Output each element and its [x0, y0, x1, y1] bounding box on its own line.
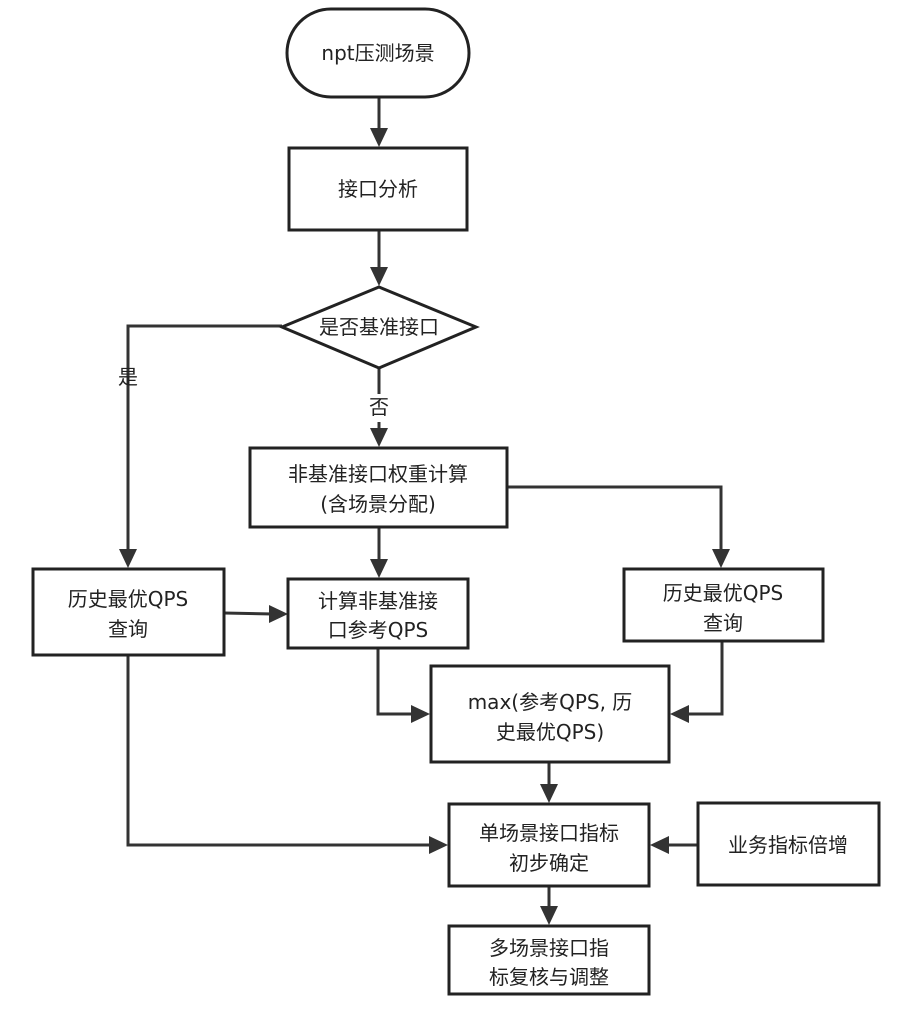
node-biz-multiply: 业务指标倍增: [696, 801, 881, 887]
node-calc-ref-qps: 计算非基准接 口参考QPS: [286, 577, 470, 650]
node-start-text: npt压测场景: [321, 41, 434, 65]
arrowhead: [540, 906, 558, 925]
arrowhead: [119, 549, 137, 568]
node-calc-ref-line1: 计算非基准接: [318, 589, 438, 613]
node-hist-query-right: 历史最优QPS 查询: [622, 567, 825, 643]
arrowhead: [670, 705, 689, 723]
node-hist-query-left: 历史最优QPS 查询: [31, 567, 226, 657]
node-calc-ref-line2: 口参考QPS: [328, 618, 429, 642]
edge-weight-to-hist-right: [507, 485, 723, 553]
arrowhead: [411, 705, 430, 723]
node-single-scene: 单场景接口指标 初步确定: [447, 802, 651, 888]
arrowhead: [540, 784, 558, 803]
node-max-line2: 史最优QPS): [496, 720, 604, 744]
arrowhead: [269, 605, 288, 623]
node-multi-line2: 标复核与调整: [489, 965, 609, 989]
node-interface-analysis: 接口分析: [287, 146, 469, 232]
node-weight-calc-line2: (含场景分配): [320, 492, 436, 516]
node-hist-left-line1: 历史最优QPS: [68, 587, 189, 611]
node-multi-line1: 多场景接口指: [489, 936, 609, 960]
edge-label-yes: 是: [118, 365, 138, 389]
node-weight-calc-line1: 非基准接口权重计算: [288, 462, 468, 486]
arrowhead: [712, 549, 730, 568]
arrowhead: [429, 836, 448, 854]
edge-hist-left-to-single: [126, 655, 433, 847]
node-max: max(参考QPS, 历 史最优QPS): [429, 664, 671, 764]
node-hist-right-line2: 查询: [703, 611, 743, 635]
node-weight-calc: 非基准接口权重计算 (含场景分配): [248, 446, 509, 529]
node-max-line1: max(参考QPS, 历: [468, 690, 633, 714]
arrowhead: [370, 267, 388, 286]
node-decision-base: 是否基准接口: [278, 285, 480, 370]
arrowhead: [650, 836, 669, 854]
node-single-line2: 初步确定: [509, 851, 589, 875]
edge-calc-to-max: [376, 648, 415, 716]
node-hist-left-line2: 查询: [108, 617, 148, 641]
edge-label-no: 否: [369, 395, 389, 419]
node-start: npt压测场景: [285, 7, 471, 99]
edge-hist-right-to-max: [685, 641, 724, 716]
arrowhead: [370, 128, 388, 147]
edges: [119, 97, 730, 925]
node-multi-scene: 多场景接口指 标复核与调整: [447, 924, 651, 996]
node-decision-text: 是否基准接口: [319, 315, 439, 339]
arrowhead: [370, 428, 388, 447]
node-biz-text: 业务指标倍增: [728, 833, 848, 857]
arrowhead: [370, 559, 388, 578]
node-hist-right-line1: 历史最优QPS: [663, 581, 784, 605]
node-single-line1: 单场景接口指标: [479, 821, 619, 845]
edge-hist-left-to-calc: [223, 611, 274, 616]
node-interface-analysis-text: 接口分析: [338, 177, 418, 201]
edge-decision-yes: [126, 324, 282, 553]
